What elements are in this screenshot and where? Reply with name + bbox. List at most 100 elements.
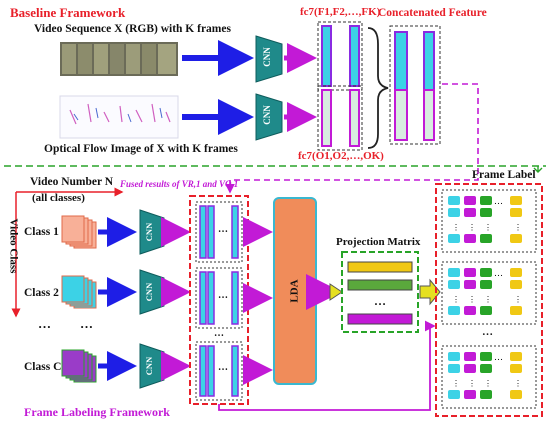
concat-feature-label: Concatenated Feature xyxy=(378,7,487,19)
video-class-label: Video Class xyxy=(7,218,20,274)
cnn-class-2-label: CNN xyxy=(144,282,155,302)
label-cell xyxy=(480,208,492,217)
projection-dots: … xyxy=(374,294,386,308)
label-vdots: ⋮ xyxy=(452,295,460,304)
label-cell xyxy=(464,280,476,289)
label-cell xyxy=(448,364,460,373)
label-cell xyxy=(464,364,476,373)
cnn-flow-shape xyxy=(255,93,283,141)
label-cell xyxy=(510,196,522,205)
optical-flow-strip xyxy=(59,95,179,139)
fused-dots-mid: … xyxy=(214,328,224,339)
fc7-flow-label: fc7(O1,O2,…,OK) xyxy=(298,150,384,162)
label-vdots: ⋮ xyxy=(514,223,522,232)
class-1-label: Class 1 xyxy=(24,226,59,238)
label-cell xyxy=(510,390,522,399)
label-cell xyxy=(464,390,476,399)
label-cell xyxy=(510,208,522,217)
label-cell xyxy=(448,390,460,399)
baseline-title: Baseline Framework xyxy=(10,5,126,20)
cnn-flow-label: CNN xyxy=(261,105,272,125)
label-cell xyxy=(510,364,522,373)
label-cell xyxy=(464,234,476,243)
label-cell xyxy=(480,196,492,205)
label-group-2 xyxy=(441,261,537,325)
cnn-rgb-shape xyxy=(255,35,283,83)
label-cell xyxy=(510,352,522,361)
class-2-label: Class 2 xyxy=(24,287,59,299)
label-vdots: ⋮ xyxy=(468,295,476,304)
label-group-1 xyxy=(441,189,537,253)
frame-label-title: Frame Label xyxy=(472,169,536,181)
label-cell xyxy=(480,280,492,289)
fused-group-c xyxy=(195,341,243,401)
label-vdots: ⋮ xyxy=(484,379,492,388)
video-number-label: Video Number N xyxy=(30,176,114,188)
label-cell xyxy=(448,196,460,205)
label-group-3 xyxy=(441,345,537,409)
label-cell xyxy=(448,208,460,217)
label-cell xyxy=(448,352,460,361)
label-cell xyxy=(464,306,476,315)
concat-feature-box xyxy=(389,25,441,145)
fused-dots-2: … xyxy=(218,290,228,301)
label-vdots: ⋮ xyxy=(514,295,522,304)
label-dots: … xyxy=(494,352,503,362)
cnn-class-1-label: CNN xyxy=(144,222,155,242)
label-cell xyxy=(480,390,492,399)
label-vdots: ⋮ xyxy=(468,379,476,388)
label-cell xyxy=(448,234,460,243)
fc7-flow-box xyxy=(317,85,363,151)
label-cell xyxy=(480,352,492,361)
projection-matrix-label: Projection Matrix xyxy=(336,236,421,248)
concat-brace xyxy=(367,27,389,149)
label-dots-mid: … xyxy=(482,326,493,338)
rgb-frames-strip xyxy=(60,42,178,76)
fc7-rgb-label: fc7(F1,F2,…,FK) xyxy=(300,6,381,18)
label-vdots: ⋮ xyxy=(468,223,476,232)
label-cell xyxy=(464,352,476,361)
fused-group-2 xyxy=(195,267,243,329)
frame-label-box xyxy=(435,183,543,417)
label-cell xyxy=(464,268,476,277)
label-cell xyxy=(480,364,492,373)
label-vdots: ⋮ xyxy=(452,379,460,388)
label-dots: … xyxy=(494,268,503,278)
fused-results-label: Fused results of VR,1 and VO,1 xyxy=(120,179,239,189)
concat-to-fused-path xyxy=(225,83,479,194)
label-cell xyxy=(448,268,460,277)
class-2-frames xyxy=(61,275,97,309)
label-cell xyxy=(464,196,476,205)
label-vdots: ⋮ xyxy=(514,379,522,388)
class-c-frames xyxy=(61,349,97,383)
optical-flow-label: Optical Flow Image of X with K frames xyxy=(44,143,238,155)
label-vdots: ⋮ xyxy=(452,223,460,232)
cnn-class-c-label: CNN xyxy=(144,356,155,376)
fc7-rgb-box xyxy=(317,21,363,91)
label-cell xyxy=(448,306,460,315)
class-1-frames xyxy=(61,215,97,249)
label-cell xyxy=(510,306,522,315)
class-c-label: Class C xyxy=(24,361,62,373)
fused-group-1 xyxy=(195,201,243,263)
labeling-title: Frame Labeling Framework xyxy=(24,405,170,419)
lda-label: LDA xyxy=(288,279,301,303)
class-ellipsis-1: … xyxy=(38,316,51,331)
label-cell xyxy=(510,234,522,243)
class-ellipsis-2: … xyxy=(80,316,93,331)
label-dots: … xyxy=(494,196,503,206)
label-cell xyxy=(510,280,522,289)
fused-to-label-path xyxy=(218,320,436,411)
label-cell xyxy=(464,208,476,217)
label-cell xyxy=(448,280,460,289)
all-classes-label: (all classes) xyxy=(32,192,85,204)
cnn-rgb-label: CNN xyxy=(261,47,272,67)
label-vdots: ⋮ xyxy=(484,295,492,304)
video-sequence-label: Video Sequence X (RGB) with K frames xyxy=(34,23,231,35)
label-cell xyxy=(510,268,522,277)
projection-matrix-box xyxy=(341,251,419,333)
label-cell xyxy=(480,234,492,243)
label-cell xyxy=(480,268,492,277)
label-vdots: ⋮ xyxy=(484,223,492,232)
